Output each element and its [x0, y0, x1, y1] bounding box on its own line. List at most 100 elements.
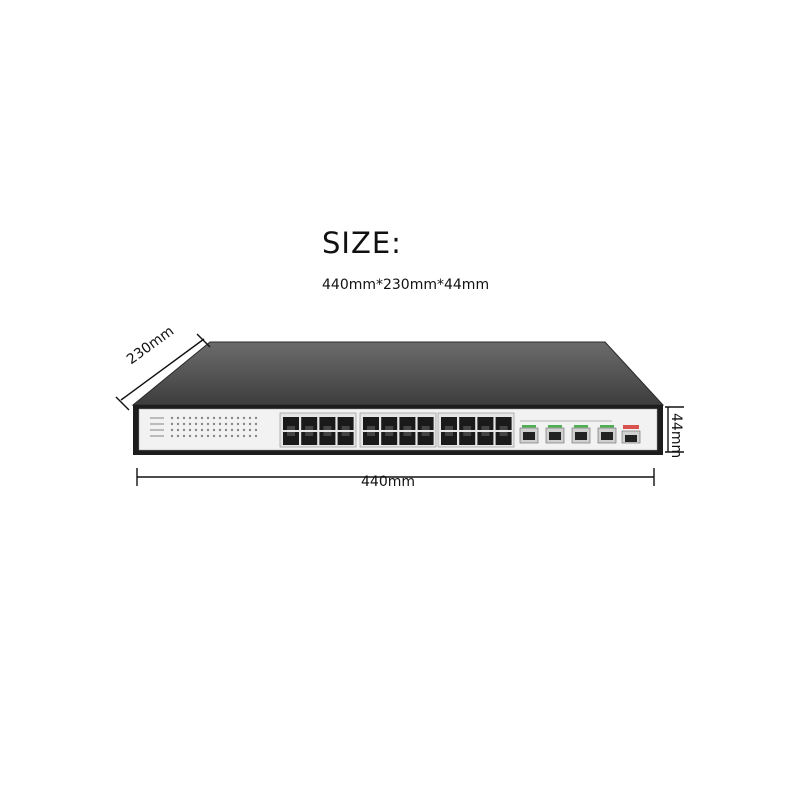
rj45-port-latch: [367, 432, 375, 436]
status-led: [212, 428, 216, 432]
status-led: [254, 428, 258, 432]
height-dimension-line: [665, 406, 684, 453]
status-led: [176, 428, 180, 432]
rj45-port-latch: [323, 426, 332, 430]
status-led: [230, 428, 234, 432]
rj45-port-latch: [385, 432, 394, 436]
status-led: [254, 434, 258, 438]
status-led: [218, 422, 222, 426]
status-led: [170, 416, 174, 420]
status-led: [206, 434, 210, 438]
status-led: [200, 428, 204, 432]
status-led: [176, 422, 180, 426]
rj45-port-latch: [403, 426, 412, 430]
status-led: [236, 422, 240, 426]
rj45-port-latch: [341, 426, 350, 430]
status-led: [188, 416, 192, 420]
status-led: [206, 422, 210, 426]
sfp-slot: [549, 432, 561, 440]
status-led: [170, 422, 174, 426]
rj45-port-latch: [403, 432, 412, 436]
status-led: [236, 416, 240, 420]
status-led: [218, 416, 222, 420]
rj45-port-latch: [341, 432, 350, 436]
size-spec: 440mm*230mm*44mm: [322, 277, 490, 293]
size-heading: SIZE:: [322, 226, 402, 260]
rj45-port-latch: [305, 426, 314, 430]
status-led: [248, 428, 252, 432]
status-led: [182, 428, 186, 432]
depth-dimension-line: [115, 333, 211, 411]
status-led: [170, 434, 174, 438]
status-led: [224, 434, 228, 438]
rj45-port-latch: [385, 426, 394, 430]
led-row-label: [150, 417, 164, 419]
status-led: [218, 434, 222, 438]
rj45-port-latch: [499, 426, 508, 430]
status-led: [200, 416, 204, 420]
sfp-slot: [523, 432, 535, 440]
status-led: [230, 416, 234, 420]
sfp-slot: [575, 432, 587, 440]
status-led: [242, 422, 246, 426]
status-led: [254, 416, 258, 420]
rj45-port-latch: [463, 432, 472, 436]
rj45-port-latch: [481, 432, 490, 436]
status-led: [248, 422, 252, 426]
status-led: [200, 422, 204, 426]
status-led: [194, 416, 198, 420]
status-led: [224, 422, 228, 426]
status-led: [182, 434, 186, 438]
status-led: [236, 428, 240, 432]
status-led: [224, 428, 228, 432]
status-led: [200, 434, 204, 438]
status-led: [212, 416, 216, 420]
status-led: [248, 434, 252, 438]
width-dimension-line: [136, 468, 655, 486]
height-label: 44mm: [668, 413, 684, 459]
width-label: 440mm: [361, 474, 415, 490]
status-led: [242, 434, 246, 438]
status-led: [218, 428, 222, 432]
status-led: [230, 422, 234, 426]
status-led: [236, 434, 240, 438]
sfp-port-block: [519, 420, 617, 444]
rj45-port-latch: [305, 432, 314, 436]
sfp-led: [574, 425, 588, 428]
status-led: [194, 422, 198, 426]
rj45-port-latch: [445, 426, 453, 430]
status-led: [242, 428, 246, 432]
rj45-port-block: [279, 412, 515, 448]
status-led-block: [150, 416, 258, 438]
rj45-port-latch: [421, 432, 430, 436]
chassis-top: [131, 341, 665, 406]
sfp-led: [600, 425, 614, 428]
status-led: [194, 434, 198, 438]
rj45-port-latch: [323, 432, 332, 436]
status-led: [242, 416, 246, 420]
status-led: [254, 422, 258, 426]
rj45-port-latch: [287, 426, 295, 430]
rj45-port-latch: [287, 432, 295, 436]
led-row-label: [150, 429, 164, 431]
status-led: [212, 422, 216, 426]
status-led: [188, 434, 192, 438]
status-led: [188, 422, 192, 426]
status-led: [206, 428, 210, 432]
status-led: [176, 434, 180, 438]
status-led: [188, 428, 192, 432]
status-led: [176, 416, 180, 420]
rj45-port-latch: [445, 432, 453, 436]
rj45-port-latch: [499, 432, 508, 436]
sfp-led: [522, 425, 536, 428]
status-led: [212, 434, 216, 438]
led-row-label: [150, 423, 164, 425]
console-port: [621, 425, 641, 444]
rj45-port-latch: [367, 426, 375, 430]
status-led: [230, 434, 234, 438]
sfp-slot: [601, 432, 613, 440]
status-led: [182, 416, 186, 420]
rj45-port-latch: [481, 426, 490, 430]
status-led: [182, 422, 186, 426]
